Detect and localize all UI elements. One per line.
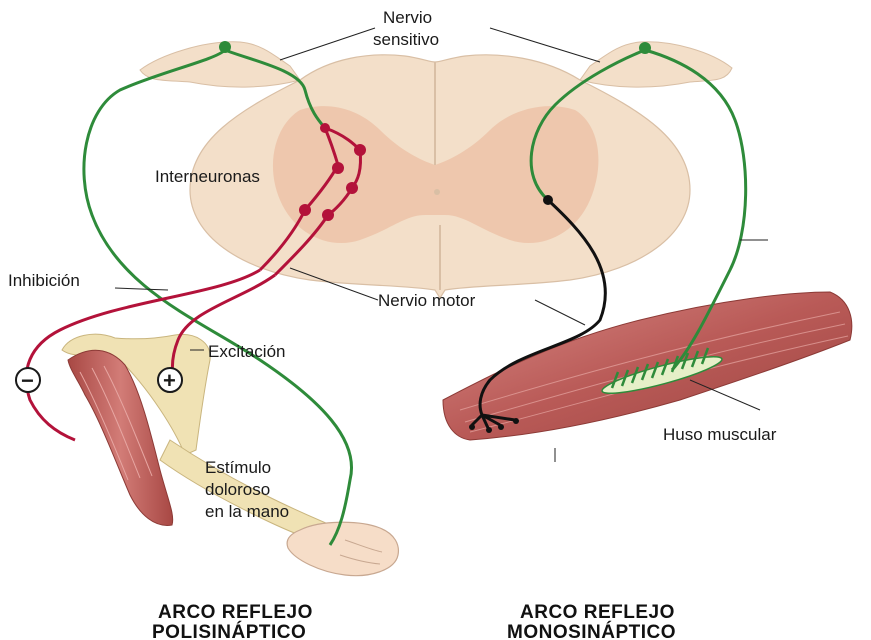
label-estimulo-line1: Estímulo [205, 458, 271, 477]
label-inhibicion: Inhibición [8, 271, 80, 290]
label-excitacion: Excitación [208, 342, 285, 361]
svg-text:+: + [163, 368, 176, 393]
label-nervio-line2: sensitivo [373, 30, 439, 49]
hand [287, 522, 398, 575]
label-nervio-line1: Nervio [383, 8, 432, 27]
title-mono-line1: ARCO REFLEJO [520, 602, 675, 623]
svg-text:−: − [21, 368, 34, 393]
label-huso-muscular: Huso muscular [663, 425, 777, 444]
right-dorsal-root [580, 42, 732, 87]
label-interneuronas: Interneuronas [155, 167, 260, 186]
label-nervio-motor: Nervio motor [378, 291, 476, 310]
title-poly-line2: POLISINÁPTICO [152, 621, 306, 640]
label-estimulo-line3: en la mano [205, 502, 289, 521]
synapse-mono [543, 195, 553, 205]
excitation-sign: + [158, 368, 182, 393]
label-estimulo-line2: doloroso [205, 480, 270, 499]
inhibition-sign: − [16, 368, 40, 393]
title-poly-line1: ARCO REFLEJO [158, 602, 313, 623]
sensory-ganglion-right [639, 42, 651, 54]
arm-illustration [62, 334, 398, 575]
title-mono-line2: MONOSINÁPTICO [507, 621, 676, 640]
sensory-ganglion-left [219, 41, 231, 53]
